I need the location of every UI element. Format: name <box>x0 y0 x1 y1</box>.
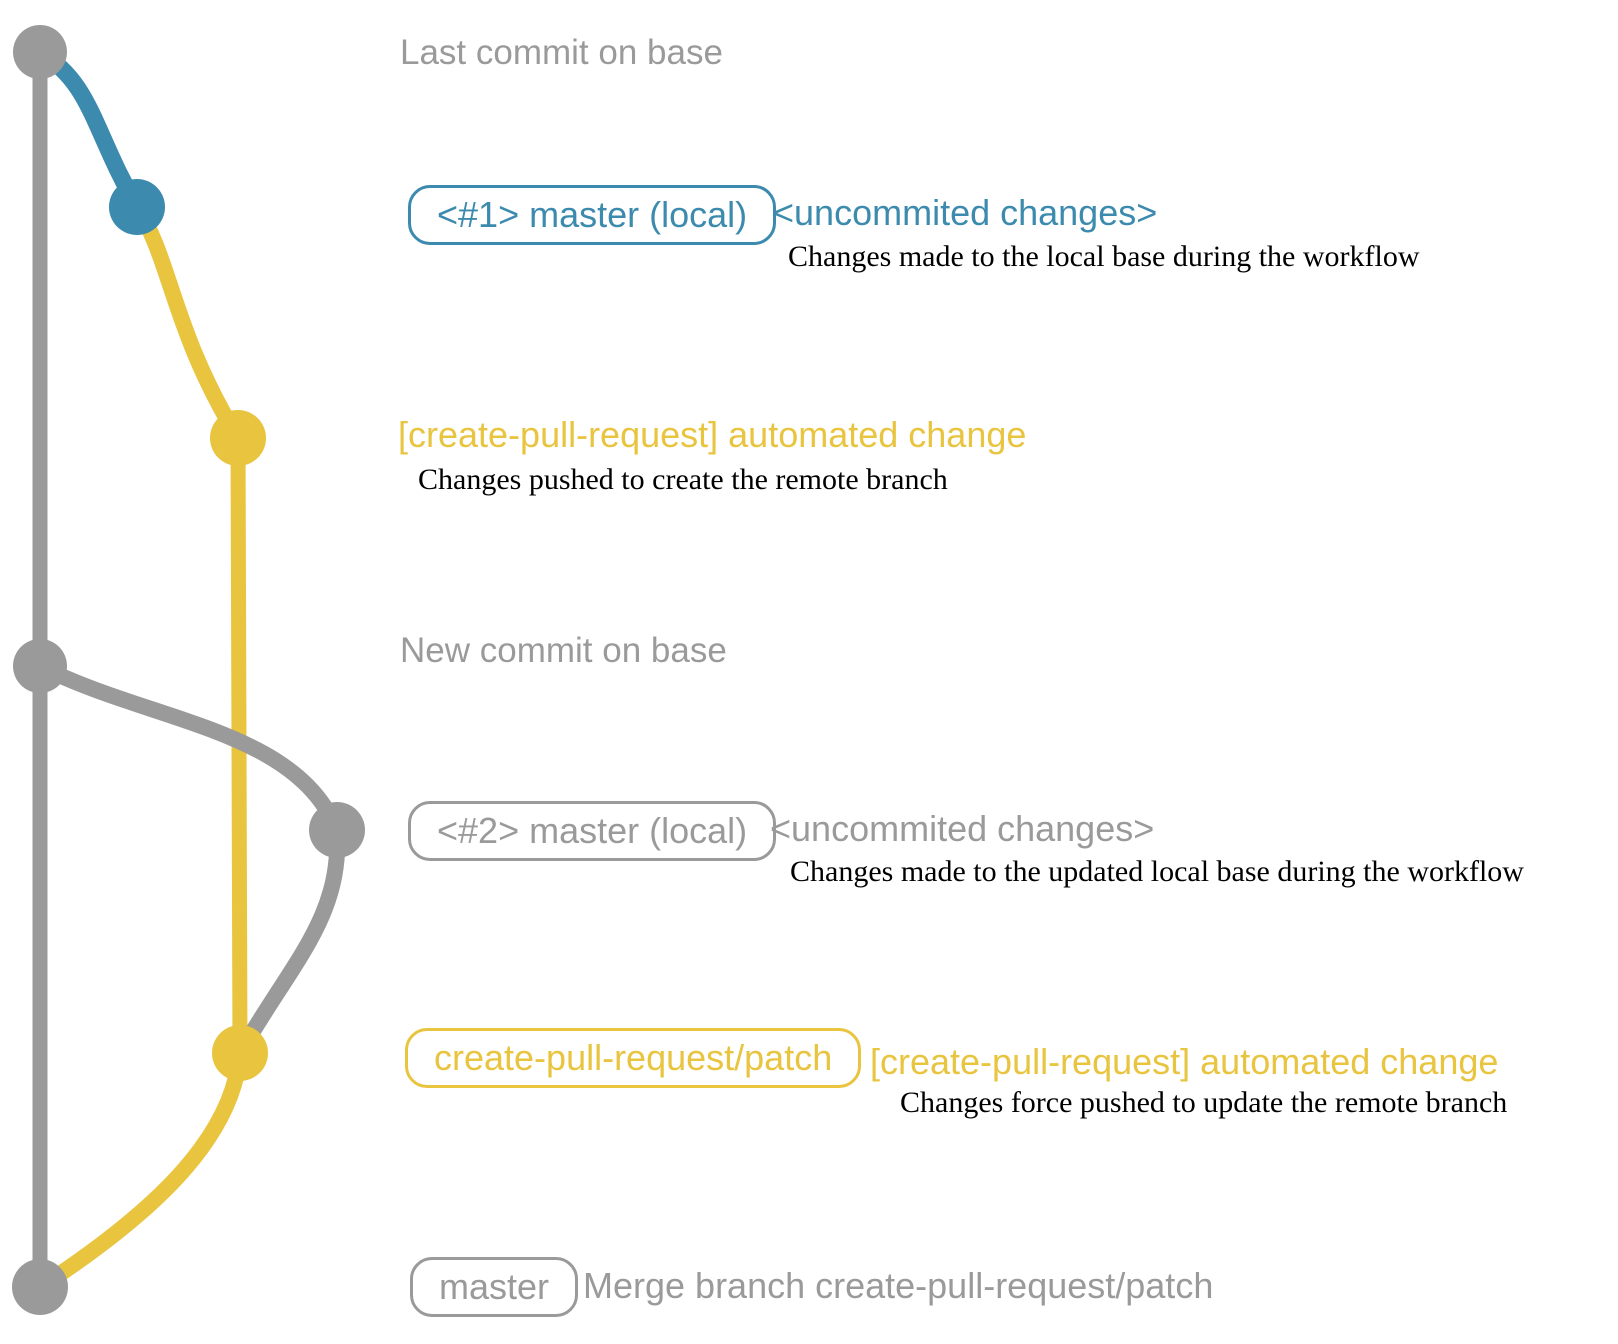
branch-badge-create-pull-request-patch: create-pull-request/patch <box>405 1028 862 1088</box>
label-new-commit-on-base: New commit on base <box>400 631 727 670</box>
branch-badge-master-local-2: <#2> master (local) <box>408 801 777 861</box>
push-edge-1 <box>129 199 246 446</box>
branch-badge-master-local-1: <#1> master (local) <box>408 185 777 245</box>
commit-node-merge <box>12 1259 68 1315</box>
commit-node-automated-1 <box>210 410 266 466</box>
merge-edge <box>34 1045 248 1294</box>
commit-message-automated-1: [create-pull-request] automated change <box>398 414 1027 455</box>
commit-node-last-base <box>13 25 67 79</box>
commit-description-uncommited-2: Changes made to the updated local base d… <box>790 855 1524 888</box>
commit-description-uncommited-1: Changes made to the local base during th… <box>788 240 1420 273</box>
commit-message-uncommited-1: <uncommited changes> <box>773 192 1158 233</box>
label-last-commit-on-base: Last commit on base <box>400 33 723 72</box>
commit-node-uncommited-2 <box>309 802 365 858</box>
commit-description-automated-2: Changes force pushed to update the remot… <box>900 1086 1508 1119</box>
commit-message-merge: Merge branch create-pull-request/patch <box>583 1265 1214 1306</box>
commit-description-automated-1: Changes pushed to create the remote bran… <box>418 463 948 496</box>
rebase-edge <box>32 658 345 838</box>
commit-message-automated-2: [create-pull-request] automated change <box>870 1041 1499 1082</box>
commit-message-uncommited-2: <uncommited changes> <box>770 808 1155 849</box>
branch-badge-master: master <box>410 1257 579 1317</box>
commit-node-automated-2 <box>212 1025 268 1081</box>
local-changes-edge-2 <box>232 822 346 1061</box>
commit-node-uncommited-1 <box>109 179 165 235</box>
commit-node-new-base <box>13 639 67 693</box>
